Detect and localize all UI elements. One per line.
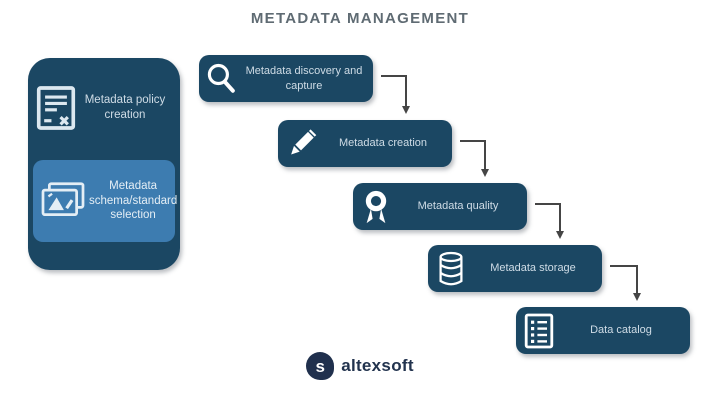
panel-item-label: Metadata policy creation (84, 94, 166, 121)
step-metadata-discovery: Metadata discovery and capture (199, 55, 373, 102)
planning-panel: Metadata policy creation Metadata schema… (28, 58, 180, 270)
step-label: Metadata storage (490, 262, 576, 275)
altexsoft-logo-text: altexsoft (341, 356, 414, 375)
policy-document-icon (36, 85, 76, 131)
list-icon (516, 312, 562, 350)
step-label: Metadata creation (338, 137, 428, 150)
panel-item-label: Metadata schema/standard selection (89, 179, 178, 222)
pencil-icon (278, 126, 324, 162)
altexsoft-logo: s altexsoft (0, 352, 720, 380)
magnifier-icon (199, 61, 245, 97)
step-label: Metadata quality (417, 200, 499, 213)
step-metadata-quality: Metadata quality (353, 183, 527, 230)
diagram-title: METADATA MANAGEMENT (250, 10, 470, 27)
database-icon (428, 250, 474, 288)
step-metadata-creation: Metadata creation (278, 120, 452, 167)
panel-item-policy-creation: Metadata policy creation (36, 80, 174, 136)
step-data-catalog: Data catalog (516, 307, 690, 354)
altexsoft-logo-icon: s (306, 352, 335, 380)
step-metadata-storage: Metadata storage (428, 245, 602, 292)
award-icon (353, 187, 399, 227)
images-icon (37, 181, 89, 221)
panel-item-schema-selection: Metadata schema/standard selection (33, 160, 178, 242)
step-label: Data catalog (590, 324, 652, 337)
step-label: Metadata discovery and capture (245, 65, 363, 92)
